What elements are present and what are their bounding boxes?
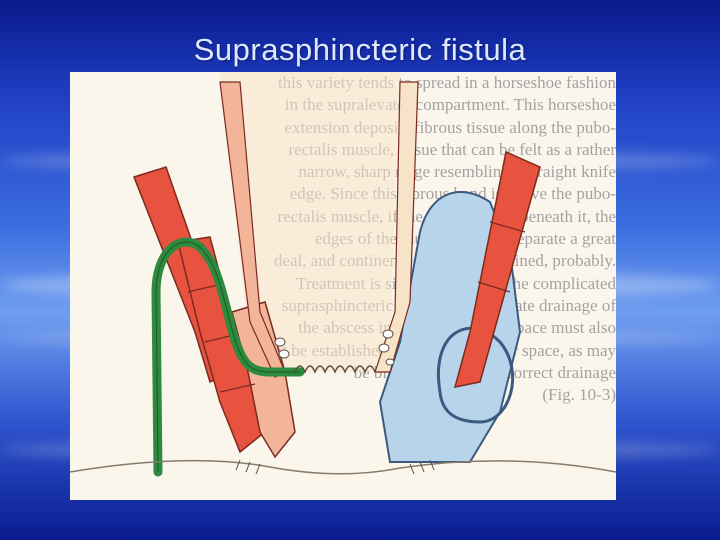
anal-canal-lining xyxy=(294,365,376,374)
right-levator-muscle xyxy=(453,150,541,388)
fistula-tract-outline xyxy=(155,241,300,473)
perineal-skin xyxy=(70,459,616,475)
right-abscess-loop xyxy=(437,326,515,424)
skin-hairs xyxy=(235,459,435,475)
muscle-division xyxy=(489,221,526,233)
muscle-division xyxy=(219,383,256,393)
anatomy-figure: this variety tends to spread in a horses… xyxy=(70,72,616,500)
right-rectal-wall xyxy=(374,81,419,373)
slide-title: Suprasphincteric fistula xyxy=(193,32,527,67)
anatomy-diagram xyxy=(70,72,616,477)
rectum-area xyxy=(220,72,400,372)
left-internal-sphincter xyxy=(231,301,296,459)
muscle-division xyxy=(477,281,511,293)
anal-glands xyxy=(274,329,395,366)
